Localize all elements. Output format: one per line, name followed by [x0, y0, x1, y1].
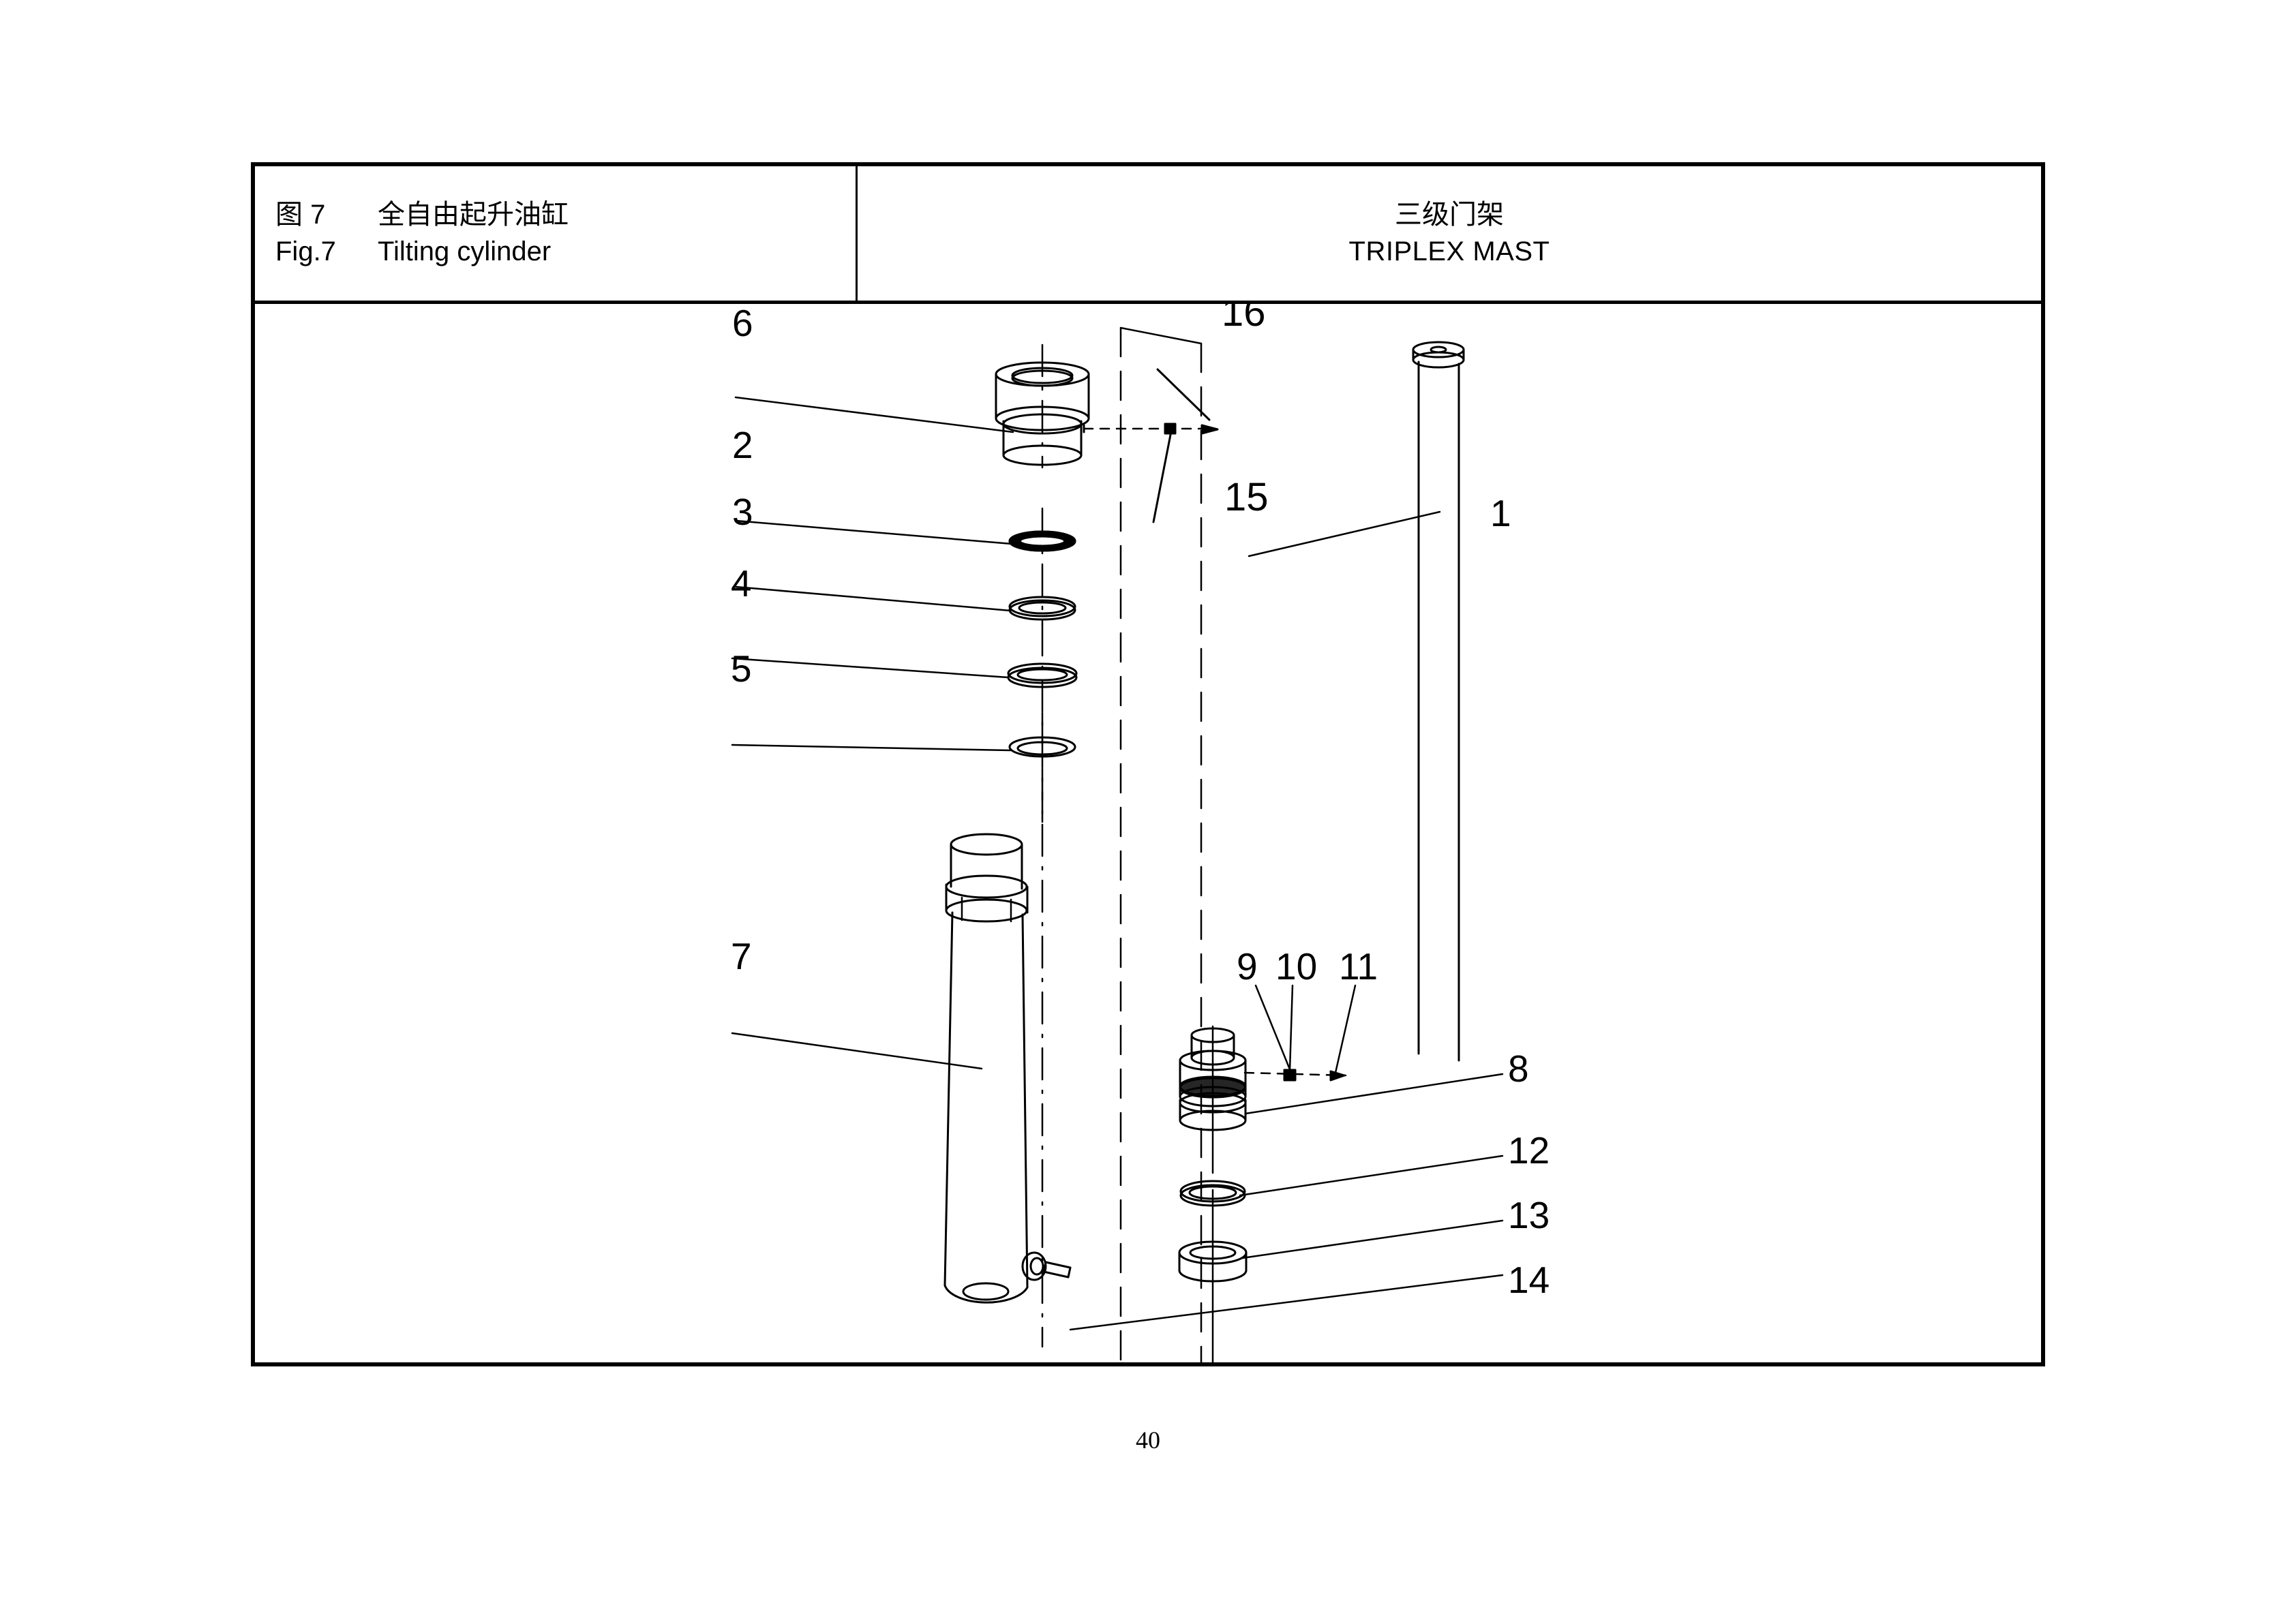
callout-11: 11 — [1339, 945, 1378, 988]
title-row-chinese: 图 7 全自由起升油缸 — [275, 197, 856, 234]
header-divider — [255, 301, 2041, 304]
callout-4: 4 — [731, 562, 752, 605]
figure-tag-chinese: 图 7 — [275, 200, 326, 230]
callout-10: 10 — [1275, 945, 1318, 988]
leader-13 — [1241, 1219, 1504, 1259]
drawing-frame: 图 7 全自由起升油缸 Fig.7 Tilting cylinder 三级门架 … — [251, 162, 2045, 1366]
part-13-piston-bushing — [1178, 1240, 1248, 1283]
leader-1 — [1248, 510, 1441, 557]
leader-6 — [734, 396, 1014, 433]
title-row-english: Fig.7 Tilting cylinder — [275, 234, 856, 270]
detail-part-15-body — [1164, 423, 1177, 435]
leader-10 — [1288, 984, 1294, 1072]
leader-7 — [731, 1032, 983, 1070]
callout-1: 1 — [1490, 492, 1511, 534]
figure-title-english: Tilting cylinder — [378, 236, 552, 266]
part-6-gland-nut — [995, 361, 1090, 466]
callout-13: 13 — [1508, 1194, 1550, 1236]
leader-16 — [1156, 368, 1211, 421]
figure-title-chinese: 全自由起升油缸 — [378, 200, 569, 230]
leader-9 — [1254, 984, 1293, 1074]
leader-8 — [1244, 1073, 1504, 1115]
figure-tag-english: Fig.7 — [275, 236, 336, 266]
part-5-seal-ring — [1008, 736, 1076, 758]
callout-16: 16 — [1222, 304, 1266, 335]
leader-12 — [1239, 1154, 1504, 1197]
callout-6: 6 — [732, 304, 753, 344]
callout-8: 8 — [1508, 1047, 1529, 1090]
assembly-name-english: TRIPLEX MAST — [1348, 236, 1550, 266]
leader-5 — [731, 744, 1012, 752]
detail-part-11-body — [1329, 1070, 1346, 1082]
leader-3 — [734, 585, 1012, 612]
leader-11 — [1334, 984, 1357, 1074]
callout-7: 7 — [731, 935, 752, 977]
part-4-seal-ring — [1007, 662, 1078, 688]
callout-3: 3 — [732, 491, 753, 533]
part-1-piston-rod — [1412, 341, 1465, 1062]
leader-lines — [731, 396, 1504, 1331]
title-block-left-cell: 图 7 全自由起升油缸 Fig.7 Tilting cylinder — [255, 166, 858, 301]
leader-4 — [731, 657, 1010, 679]
callout-5: 5 — [731, 647, 752, 690]
detail-part-16-body — [1200, 424, 1219, 435]
part-3-seal-ring — [1008, 596, 1076, 621]
callout-9: 9 — [1237, 945, 1258, 988]
leader-2 — [734, 519, 1013, 545]
diagram-area: 6 2 3 4 5 7 16 15 1 9 10 11 8 12 13 14 — [255, 304, 2041, 1362]
leader-15 — [1152, 433, 1172, 523]
part-2-seal-ring — [1008, 530, 1076, 552]
callout-2: 2 — [732, 424, 753, 466]
title-block: 图 7 全自由起升油缸 Fig.7 Tilting cylinder 三级门架 … — [255, 166, 2041, 301]
assembly-name-chinese: 三级门架 — [1395, 199, 1504, 230]
callout-12: 12 — [1508, 1129, 1550, 1172]
callout-14: 14 — [1508, 1259, 1550, 1301]
title-block-right-cell: 三级门架 TRIPLEX MAST — [858, 166, 2041, 301]
part-7-cylinder-barrel — [943, 833, 1072, 1304]
construction-bracket-top — [1119, 326, 1203, 345]
part-8-piston — [1179, 1027, 1247, 1131]
callout-15: 15 — [1224, 475, 1269, 519]
leader-14 — [1069, 1274, 1504, 1331]
exploded-assembly-drawing — [731, 326, 1504, 1362]
page-number: 40 — [1136, 1426, 1160, 1454]
